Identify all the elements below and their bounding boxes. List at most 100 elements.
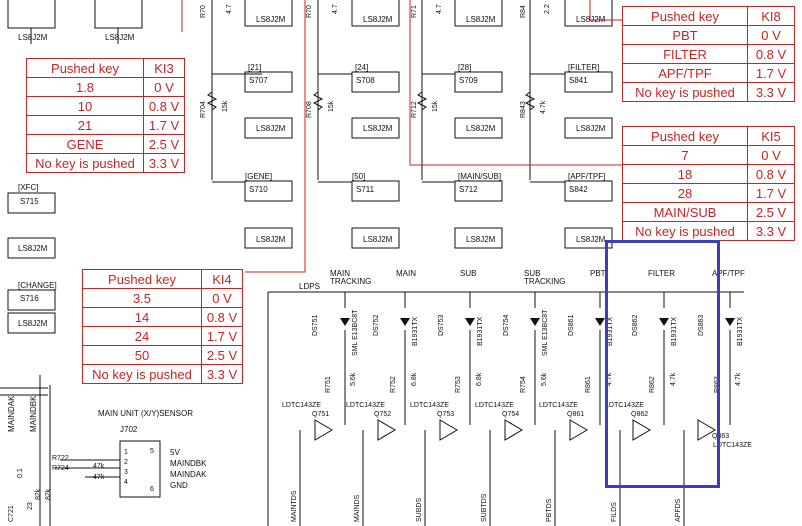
ki3-key: 1.8 xyxy=(26,77,144,97)
ki8-key: FILTER xyxy=(622,44,748,64)
switch-ref-s712: S712 xyxy=(459,185,478,194)
transistor-part: LDTC143ZE xyxy=(475,402,514,409)
transistor-part: LDTC143ZE xyxy=(605,402,644,409)
pin-number: 23 xyxy=(27,502,34,510)
led-name-pbt: PBT xyxy=(590,269,606,278)
key-label-21: [21] xyxy=(248,63,262,72)
signal-5v: 5V xyxy=(170,448,180,457)
pin-number: 4 xyxy=(124,479,128,486)
resistor-val: 5.6k xyxy=(541,372,548,386)
transistor-ref: Q861 xyxy=(567,411,585,418)
led-ref: DS753 xyxy=(438,314,445,336)
net-label: SUBTDS xyxy=(481,493,488,522)
transistor-part: LDTC143ZE xyxy=(539,402,578,409)
key-label-mainsub: [MAIN/SUB] xyxy=(458,172,502,181)
resistor-val: 6.8k xyxy=(476,372,483,386)
resistor-val: 82k xyxy=(45,488,52,500)
resistor-ref: R753 xyxy=(455,376,462,393)
net-label: MAINDS xyxy=(354,494,361,522)
capacitor-ref: C721 xyxy=(8,505,15,522)
switch-part-label: LS8J2M xyxy=(18,33,48,42)
led-name-main: MAIN xyxy=(396,269,416,278)
ki4-key: No key is pushed xyxy=(82,364,202,384)
resistor-ref: R70 xyxy=(200,5,207,18)
switch-part-label: LS8J2M xyxy=(466,15,496,24)
ki8-val: 0 V xyxy=(747,25,795,45)
led-part: SML E13BC8T xyxy=(542,309,549,356)
transistor-part: LDTC143ZE xyxy=(713,442,752,449)
led-name-sub: SUB xyxy=(460,269,477,278)
led-name-apftpf: APF/TPF xyxy=(712,269,745,278)
highlight-box xyxy=(605,240,720,488)
ki3-val: 2.5 V xyxy=(143,134,185,154)
transistor-ref: Q754 xyxy=(502,411,520,418)
switch-part-label: LS8J2M xyxy=(576,15,606,24)
switch-part-label: LS8J2M xyxy=(576,235,606,244)
ki5-header-val: KI5 xyxy=(747,126,795,146)
pin-number: 1 xyxy=(124,449,128,456)
ki4-val: 0 V xyxy=(201,288,243,308)
ki8-key: APF/TPF xyxy=(622,63,748,83)
switch-ref-s710: S710 xyxy=(249,185,268,194)
ki4-header-key: Pushed key xyxy=(82,269,202,289)
key-label-50: [50] xyxy=(352,172,366,181)
led-part: SML E13BC8T xyxy=(352,309,359,356)
ki3-header-val: KI3 xyxy=(143,58,185,78)
ldps-label: LDPS xyxy=(299,282,320,291)
switch-part-label: LS8J2M xyxy=(363,124,393,133)
resistor-val: 4.7k xyxy=(540,100,547,114)
led-part: B1931TX xyxy=(477,316,484,346)
switch-ref-s707: S707 xyxy=(249,76,268,85)
switch-ref-s709: S709 xyxy=(459,76,478,85)
resistor-ref: R708 xyxy=(306,101,313,118)
key-label-gene: [GENE] xyxy=(245,172,273,181)
switch-ref-s708: S708 xyxy=(356,76,375,85)
resistor-val: 15k xyxy=(432,100,439,112)
ki4-key: 14 xyxy=(82,307,202,327)
resistor-ref: R84 xyxy=(520,5,527,18)
switch-part-label: LS8J2M xyxy=(18,244,48,253)
ki3-val: 3.3 V xyxy=(143,153,185,173)
ki5-key: 28 xyxy=(622,183,748,203)
switch-part-label: LS8J2M xyxy=(18,319,48,328)
switch-ref-s715: S715 xyxy=(20,197,39,206)
net-label: APFDS xyxy=(675,498,682,522)
ki5-key: 18 xyxy=(622,164,748,184)
ki4-key: 3.5 xyxy=(82,288,202,308)
resistor-ref: R70 xyxy=(306,5,313,18)
net-label: SUBDS xyxy=(416,497,423,522)
ki3-key: 10 xyxy=(26,96,144,116)
bus-label-maindak: MAINDAK xyxy=(7,395,16,432)
resistor-val: 4.7k xyxy=(735,372,742,386)
switch-part-label: LS8J2M xyxy=(256,15,286,24)
resistor-val: 6.8k xyxy=(411,372,418,386)
resistor-val: 15k xyxy=(222,100,229,112)
resistor-ref: R754 xyxy=(520,376,527,393)
key-label-filter: [FILTER] xyxy=(568,63,600,72)
led-ref: DS752 xyxy=(373,314,380,336)
ki8-val: 1.7 V xyxy=(747,63,795,83)
ki4-key: 50 xyxy=(82,345,202,365)
resistor-val: 4.7 xyxy=(226,4,233,14)
ki8-val: 3.3 V xyxy=(747,82,795,102)
key-label-xfc: [XFC] xyxy=(18,183,39,192)
ki5-val: 2.5 V xyxy=(747,202,795,222)
ki5-val: 0.8 V xyxy=(747,164,795,184)
key-label-apftpf: [APF/TPF] xyxy=(568,172,606,181)
ki3-val: 0 V xyxy=(143,77,185,97)
key-label-change: [CHANGE] xyxy=(18,281,57,290)
resistor-ref: R704 xyxy=(200,101,207,118)
led-part: B1931TX xyxy=(737,316,744,346)
capacitor-val: 0.1 xyxy=(17,468,24,478)
switch-part-label: LS8J2M xyxy=(576,124,606,133)
resistor-ref: R751 xyxy=(325,376,332,393)
transistor-ref: Q862 xyxy=(631,411,649,418)
resistor-ref: R843 xyxy=(520,101,527,118)
led-name-sub-tracking: SUB TRACKING xyxy=(524,269,566,286)
transistor-ref: Q751 xyxy=(312,411,330,418)
switch-part-label: LS8J2M xyxy=(363,15,393,24)
